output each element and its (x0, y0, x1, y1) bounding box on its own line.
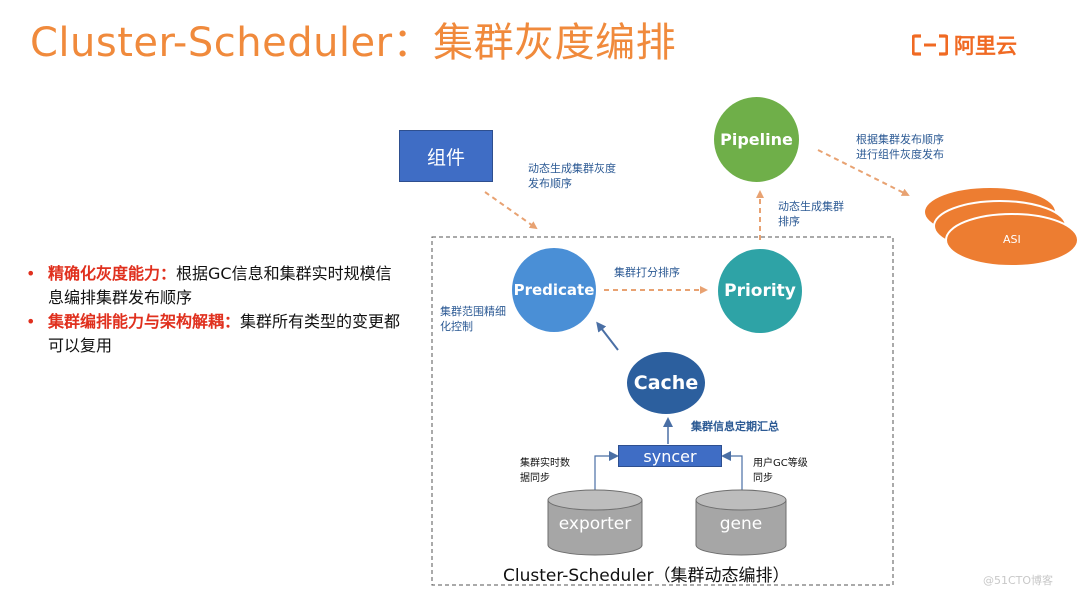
note-line: 进行组件灰度发布 (856, 148, 944, 161)
list-item: • 集群编排能力与架构解耦：集群所有类型的变更都可以复用 (26, 310, 406, 358)
range-note: 集群范围精细 化控制 (440, 304, 506, 334)
syncer-box: syncer (618, 445, 722, 467)
asi-ellipse-front (945, 213, 1079, 267)
pipeline-node: Pipeline (714, 97, 799, 182)
note-line: 动态生成集群 (778, 200, 844, 213)
bullet-keyword: 集群编排能力与架构解耦： (48, 312, 241, 331)
bullet-keyword: 精确化灰度能力： (48, 264, 177, 283)
component-box: 组件 (399, 130, 493, 182)
watermark: @51CTO博客 (983, 574, 1054, 587)
gene-label: gene (719, 514, 763, 534)
score-note: 集群打分排序 (614, 266, 680, 279)
cluster-caption: Cluster-Scheduler（集群动态编排） (503, 566, 790, 586)
cache-node: Cache (627, 352, 705, 414)
gc-note: 用户GC等级 同步 (753, 456, 808, 486)
asi-label: ASI (1003, 233, 1021, 246)
slide-title: Cluster-Scheduler：集群灰度编排 (30, 20, 677, 66)
note-line: 化控制 (440, 320, 473, 333)
logo-text: 阿里云 (954, 34, 1017, 58)
cache-to-predicate-arrow (596, 321, 619, 351)
note-line: 据同步 (520, 473, 550, 484)
exporter-label: exporter (558, 514, 632, 534)
gene-cylinder (695, 489, 787, 556)
note-line: 根据集群发布顺序 (856, 133, 944, 146)
pipeline-to-asi-arrow (817, 149, 910, 196)
exporter-to-syncer-arrow (594, 451, 619, 490)
aliyun-logo: 阿里云 (912, 28, 1017, 62)
note-line: 发布顺序 (528, 177, 572, 190)
priority-note: 动态生成集群 排序 (778, 199, 844, 229)
gene-to-syncer-arrow (721, 451, 743, 490)
note-line: 集群范围精细 (440, 305, 506, 318)
note-line: 排序 (778, 215, 800, 228)
note-line: 动态生成集群灰度 (528, 162, 616, 175)
bullet-dot-icon: • (26, 312, 36, 331)
component-to-predicate-arrow (484, 191, 538, 230)
aliyun-logo-icon (912, 34, 948, 56)
bullet-text: 集群所有类型的变更都可以复用 (48, 312, 401, 355)
note-line: 集群实时数 (520, 458, 570, 469)
exporter-cylinder (547, 489, 643, 556)
cluster-scheduler-boundary (431, 236, 894, 586)
summary-note: 集群信息定期汇总 (691, 420, 779, 433)
note-line: 同步 (753, 473, 773, 484)
predicate-node: Predicate (512, 248, 596, 332)
bullet-dot-icon: • (26, 264, 36, 283)
realtime-note: 集群实时数 据同步 (520, 456, 570, 486)
bullet-text: 根据GC信息和集群实时规模信息编排集群发布顺序 (48, 264, 392, 307)
priority-node: Priority (718, 249, 802, 333)
note-line: 用户GC等级 (753, 458, 808, 469)
component-note: 动态生成集群灰度 发布顺序 (528, 161, 616, 191)
list-item: • 精确化灰度能力：根据GC信息和集群实时规模信息编排集群发布顺序 (26, 262, 406, 310)
feature-list: • 精确化灰度能力：根据GC信息和集群实时规模信息编排集群发布顺序 • 集群编排… (26, 262, 406, 358)
pipeline-note: 根据集群发布顺序 进行组件灰度发布 (856, 132, 944, 162)
